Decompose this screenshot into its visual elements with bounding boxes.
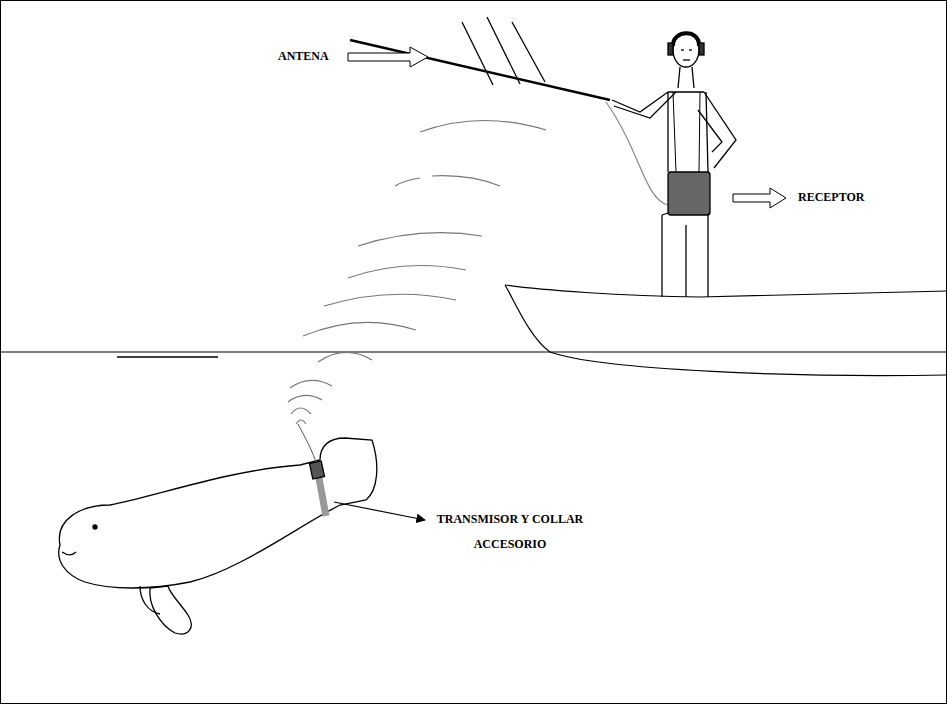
pointer-arrow: [348, 47, 428, 67]
antenna-pole: [350, 40, 610, 100]
hips: [662, 213, 710, 215]
receiver-box: [668, 172, 710, 215]
flipper: [140, 586, 160, 614]
antenna: [350, 17, 668, 205]
part-label: TRANSMISOR Y COLLAR ACCESORIO: [425, 507, 595, 557]
boat-gunwale: [505, 285, 947, 297]
transmitter-antenna: [298, 424, 316, 462]
antenna-element: [512, 22, 545, 82]
legs: [662, 215, 708, 297]
mouth: [683, 59, 690, 60]
part-label: ANTENA: [278, 44, 329, 69]
neck: [678, 67, 694, 88]
water-mark: [117, 356, 218, 358]
eye: [681, 49, 684, 50]
torso: [668, 92, 708, 172]
manatee: [59, 424, 377, 634]
head: [673, 33, 699, 67]
boat-hull: [505, 285, 947, 376]
manatee-body: [59, 438, 377, 588]
person: [612, 33, 736, 297]
boat: [505, 285, 947, 376]
part-label: RECEPTOR: [798, 185, 864, 210]
headphone: [668, 43, 673, 55]
bent-arm: [704, 92, 736, 168]
antenna-cable: [606, 102, 668, 205]
water-line: [0, 351, 947, 352]
flipper: [150, 586, 191, 634]
strap: [673, 92, 700, 172]
headphone: [699, 43, 704, 55]
snout: [62, 552, 76, 555]
pointer-arrow: [733, 188, 786, 208]
eye: [93, 525, 97, 529]
transmitter: [309, 461, 324, 479]
eye: [689, 49, 692, 50]
raised-arm: [614, 92, 676, 118]
antenna-element: [462, 22, 493, 85]
bent-arm: [698, 110, 722, 152]
leader-arrow: [334, 502, 425, 520]
hair: [673, 33, 699, 46]
radio-waves: [288, 120, 546, 424]
